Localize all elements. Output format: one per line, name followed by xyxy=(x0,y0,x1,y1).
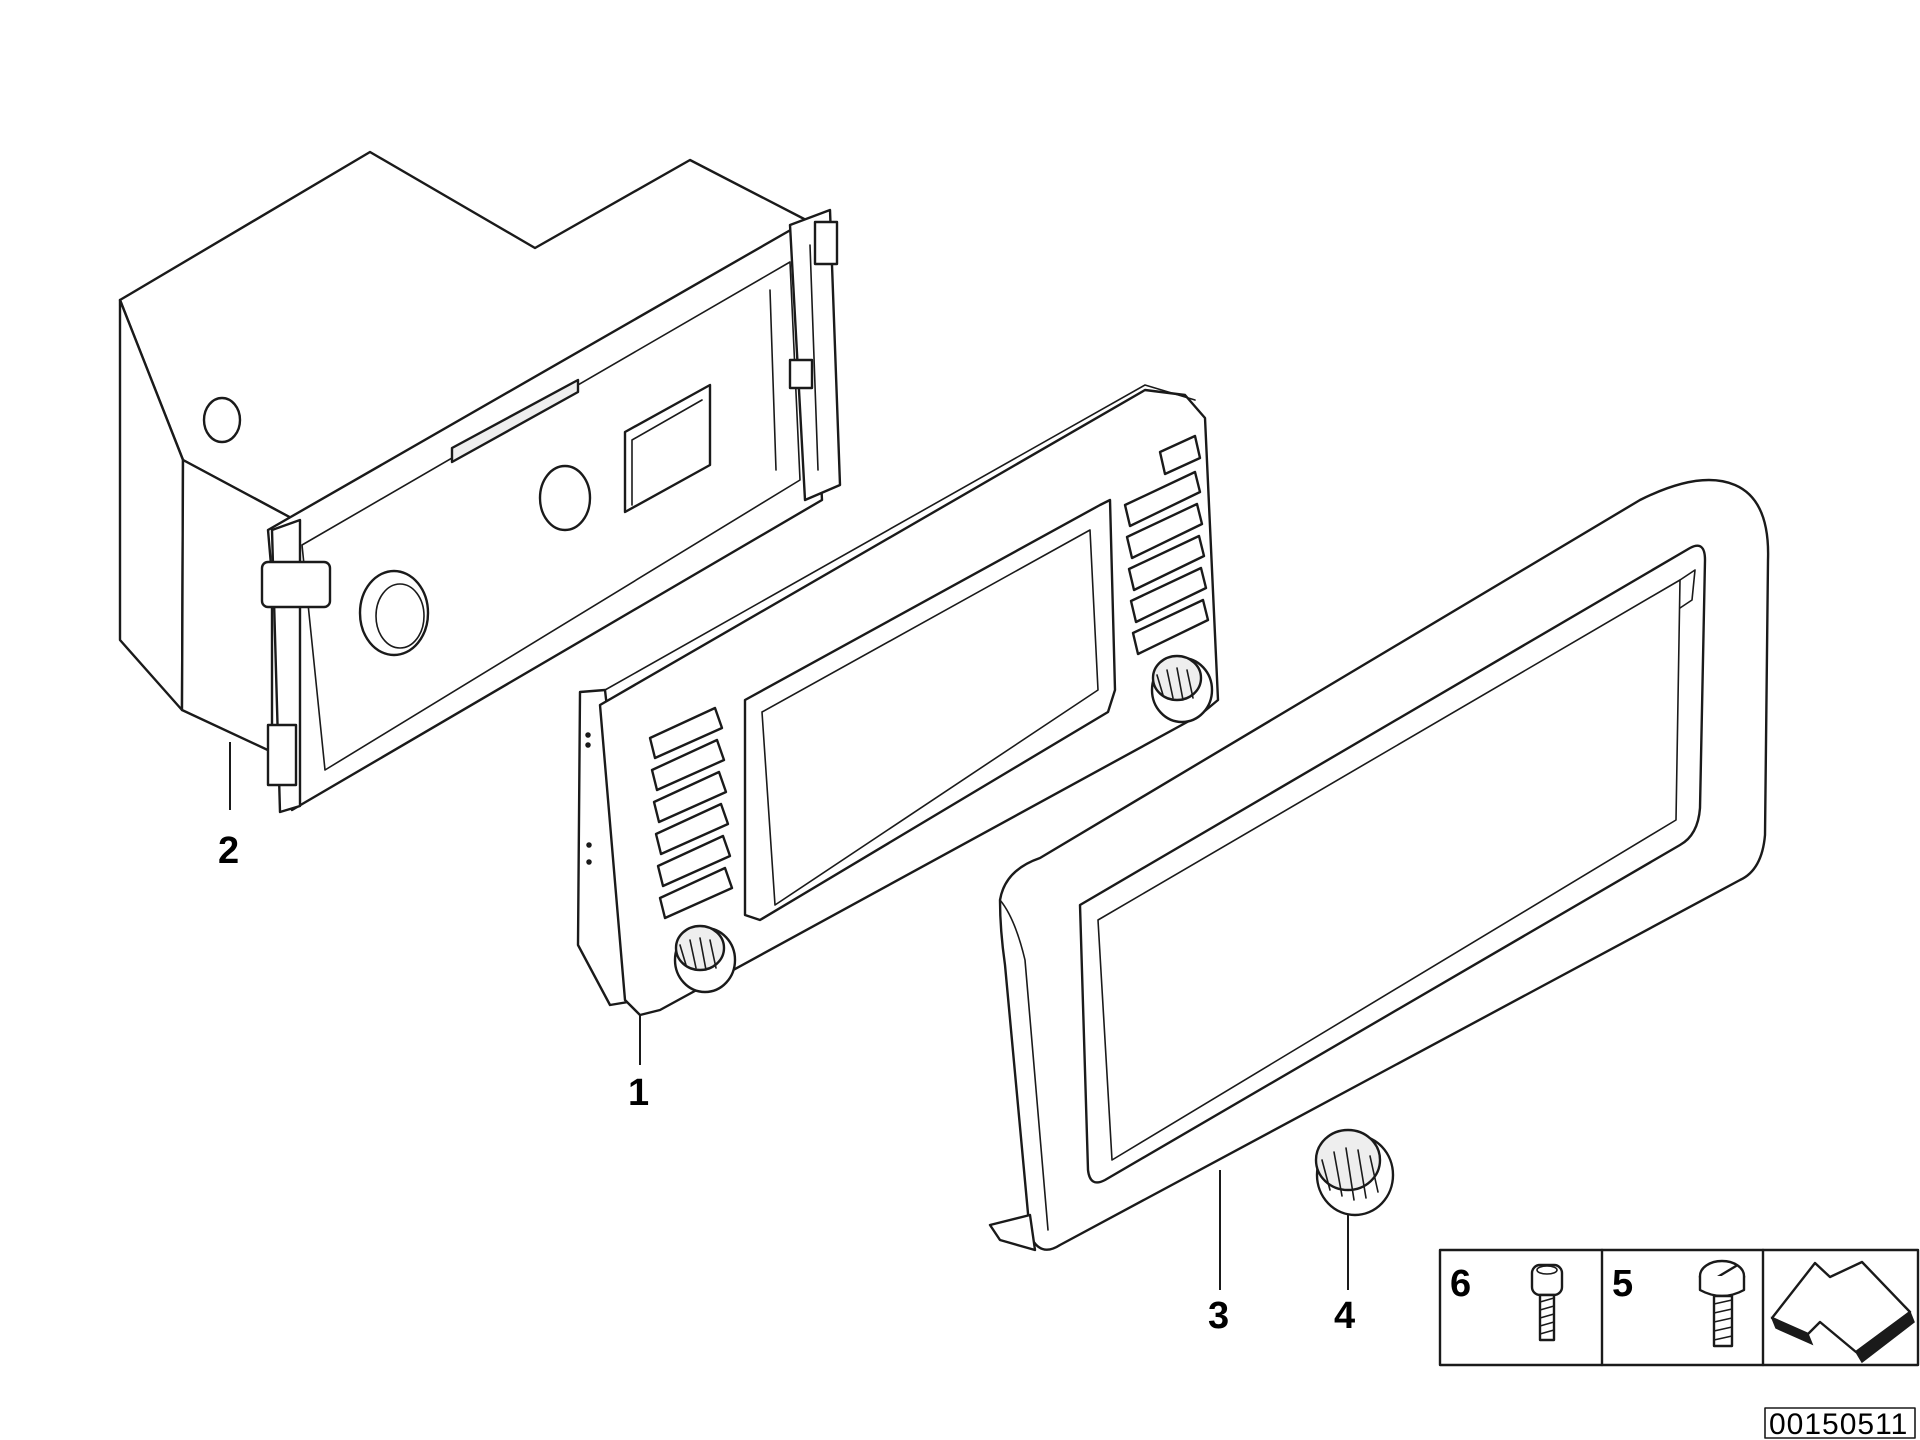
callout-3: 3 xyxy=(1208,1295,1229,1337)
callout-2: 2 xyxy=(218,830,239,872)
right-button-column xyxy=(1123,434,1210,656)
display-unit-part xyxy=(576,384,1220,1017)
callout-5: 5 xyxy=(1612,1263,1633,1305)
hex-socket-screw-icon xyxy=(1530,1263,1564,1342)
slotted-screw-icon xyxy=(1698,1259,1746,1348)
callout-4: 4 xyxy=(1334,1295,1355,1337)
display-knob-right xyxy=(1150,654,1214,724)
drawing-number: 00150511 xyxy=(1769,1408,1908,1440)
display-knob-left xyxy=(673,924,737,994)
hardware-box: 6 5 xyxy=(1438,1248,1920,1367)
rotary-knob-part xyxy=(1314,1128,1395,1217)
left-button-column xyxy=(648,706,734,920)
installation-arrow-icon xyxy=(1770,1260,1915,1364)
trim-frame-part xyxy=(988,478,1770,1252)
mounting-bracket-part xyxy=(118,150,842,814)
callout-1: 1 xyxy=(628,1072,649,1114)
callout-6: 6 xyxy=(1450,1263,1471,1305)
drawing-number-box: 00150511 xyxy=(1764,1407,1916,1440)
